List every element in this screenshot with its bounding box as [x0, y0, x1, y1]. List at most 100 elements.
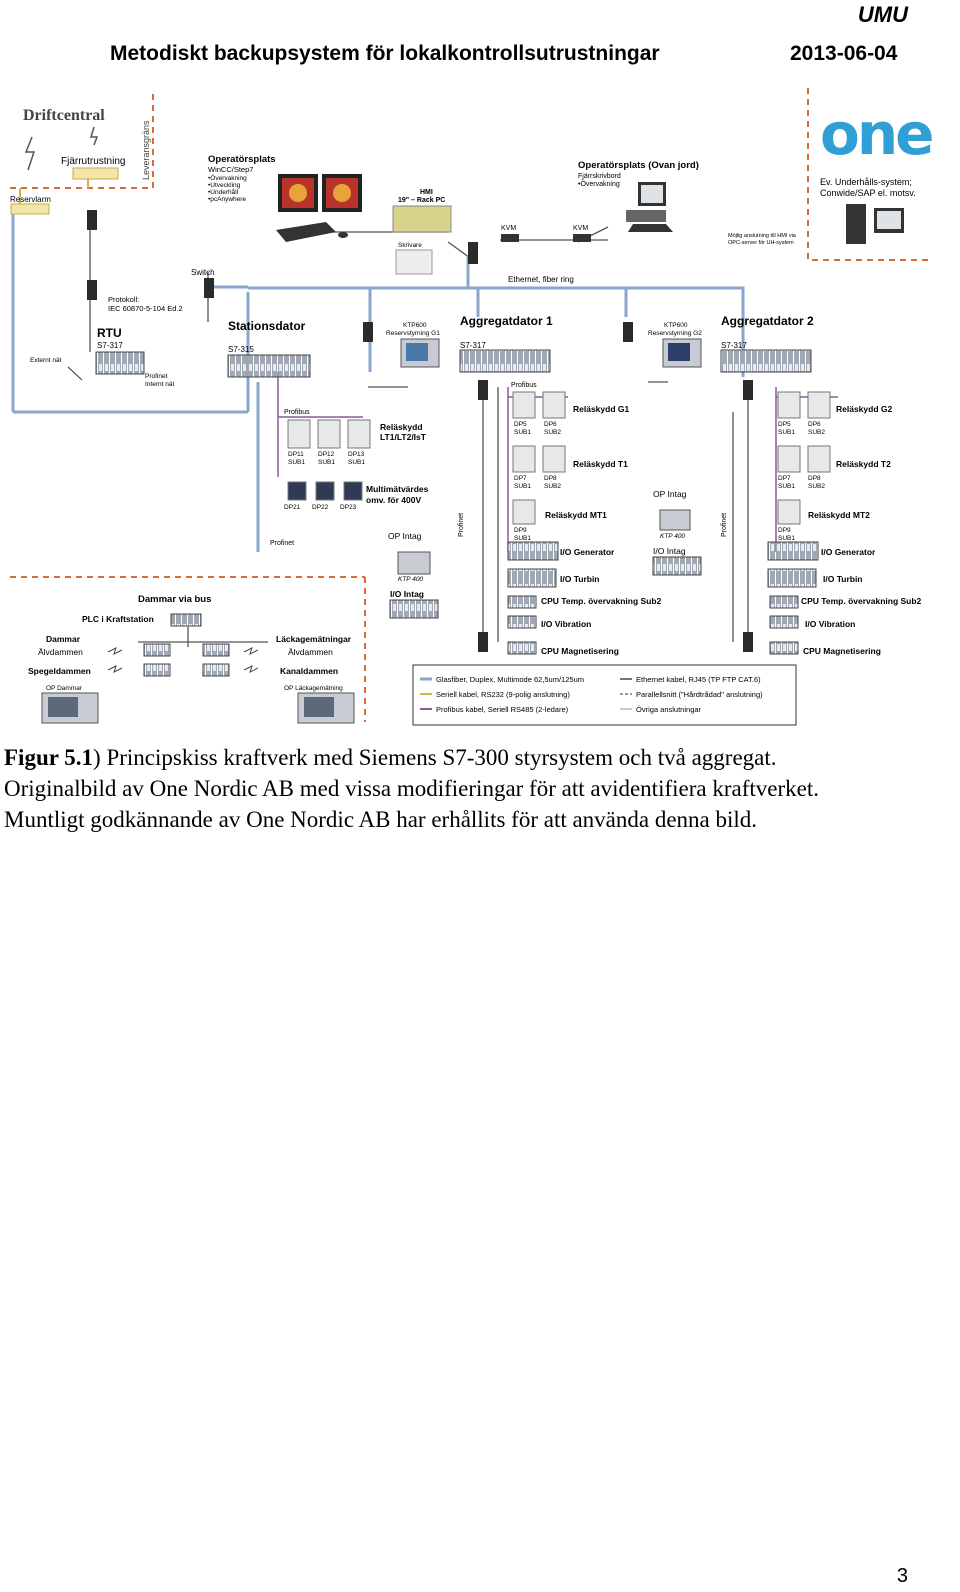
- caption-line-1: Figur 5.1) Principskiss kraftverk med Si…: [4, 742, 944, 773]
- sub1-a: SUB1: [288, 459, 305, 466]
- rack-pc: [392, 205, 452, 233]
- io-turb-2: I/O Turbin: [823, 574, 863, 584]
- dp11: DP11: [288, 451, 304, 458]
- dammar-label: Dammar: [46, 634, 81, 644]
- profibus-st-label: Profibus: [284, 409, 310, 416]
- profibus-g1-label: Profibus: [511, 382, 537, 389]
- io-intag-g1-rack: [652, 556, 702, 576]
- kvm2-label: KVM: [573, 225, 588, 232]
- rel-mt2: Reläskydd MT2: [808, 510, 870, 520]
- aggregat2-rack: [720, 349, 812, 373]
- relay-units-g1: [512, 391, 566, 525]
- operatorsplats-ovan-label: Operatörsplats (Ovan jord): [578, 160, 699, 171]
- reserv-g2: Reservstyrning G2: [648, 330, 702, 337]
- fjarrutrustning-label: Fjärrutrustning: [61, 156, 125, 167]
- monitor-icon: [276, 174, 362, 242]
- rel-t2: Reläskydd T2: [836, 459, 891, 469]
- alvdammen-r: Älvdammen: [288, 647, 333, 657]
- rel-t1: Reläskydd T1: [573, 459, 628, 469]
- page-number: 3: [896, 1565, 908, 1587]
- g1-sub1c: SUB1: [514, 535, 531, 542]
- hmi-label: HMI: [420, 189, 433, 196]
- rack-pc-label: 19" – Rack PC: [398, 197, 445, 204]
- cpu-mag-2: CPU Magnetisering: [803, 646, 881, 656]
- g1-sub1b: SUB1: [514, 483, 531, 490]
- ktp400-g1-panel: [659, 509, 691, 531]
- profinet-internt-1: Profinet: [145, 373, 168, 380]
- ev-underhall-2: Conwide/SAP el. motsv.: [820, 188, 916, 198]
- io-gen-1: I/O Generator: [560, 547, 615, 557]
- caption-line-2: Originalbild av One Nordic AB med vissa …: [4, 776, 819, 801]
- io-turb-2-rack: [767, 568, 817, 588]
- g2-sub2a: SUB2: [808, 429, 825, 436]
- legend-item-3: Ethernet kabel, RJ45 (TP FTP CAT.6): [636, 675, 761, 684]
- externt-arrow: [67, 366, 83, 381]
- relaskydd-lt-2: LT1/LT2/IsT: [380, 432, 427, 442]
- io-gen-1-rack: [507, 541, 559, 561]
- ovan-line-1: •Övervakning: [578, 180, 620, 188]
- op-intag-g1: OP Intag: [653, 489, 687, 499]
- rtu-cpu: S7-317: [97, 341, 123, 350]
- ktp600-2: KTP600: [664, 322, 688, 329]
- reserv-g1: Reservstyrning G1: [386, 330, 440, 337]
- mojlig-1: Möjlig anslutning till HMI via: [728, 233, 797, 239]
- op-line-3: •Underhåll: [208, 188, 239, 196]
- dam-racks: [143, 643, 230, 677]
- agg1-cpu: S7-317: [460, 341, 486, 350]
- op-dammar: OP Dammar: [46, 685, 83, 692]
- fjarrutrustning-unit: [72, 167, 119, 180]
- g1-dp5: DP5: [514, 421, 527, 428]
- relaskydd-lt-1: Reläskydd: [380, 422, 423, 432]
- protokoll-1: Protokoll:: [108, 295, 139, 304]
- io-vib-2: I/O Vibration: [805, 619, 855, 629]
- agg2-cpu: S7-317: [721, 341, 747, 350]
- g1-dp7: DP7: [514, 475, 527, 482]
- stationsdator-label: Stationsdator: [228, 319, 306, 333]
- header-title: Metodiskt backupsystem för lokalkontroll…: [110, 42, 660, 65]
- io-intag-g1: I/O Intag: [653, 546, 686, 556]
- g1-dp9: DP9: [514, 527, 527, 534]
- dp21: DP21: [284, 504, 301, 511]
- leveransgrans-label: Leveransgräns: [141, 120, 151, 180]
- workstation-icon: [626, 182, 673, 232]
- alvdammen-l: Älvdammen: [38, 647, 83, 657]
- stationsdator-rack: [227, 354, 311, 378]
- cpu-mag-1: CPU Magnetisering: [541, 646, 619, 656]
- dp23: DP23: [340, 504, 357, 511]
- rel-mt1: Reläskydd MT1: [545, 510, 607, 520]
- profinet-internt-2: Internt nät: [145, 381, 174, 388]
- ovan-line-0: Fjärrskrivbord: [578, 173, 621, 180]
- spegeldammen: Spegeldammen: [28, 666, 91, 676]
- cpu-mag-1-rack: [507, 641, 537, 655]
- aggregat1-rack: [459, 349, 551, 373]
- lackage-label: Läckagemätningar: [276, 634, 352, 644]
- ev-underhall-1: Ev. Underhålls-system;: [820, 177, 912, 187]
- ktp600-g2-screen: [668, 343, 690, 361]
- legend: Glasfiber, Duplex, Multimode 62,5um/125u…: [412, 664, 797, 726]
- rel-g1: Reläskydd G1: [573, 404, 629, 414]
- cpu-mag-2-rack: [769, 641, 799, 655]
- io-turb-1: I/O Turbin: [560, 574, 600, 584]
- g2-dp8: DP8: [808, 475, 821, 482]
- caption-text-1: ) Principskiss kraftverk med Siemens S7-…: [93, 745, 777, 770]
- aggregat2-label: Aggregatdator 2: [721, 314, 814, 328]
- printer-icon: [395, 249, 433, 275]
- one-nordic-logo: one: [820, 100, 935, 168]
- relay-units-station: [287, 419, 371, 501]
- skrivare-label: Skrivare: [398, 242, 422, 249]
- op-dammar-screen: [48, 697, 78, 717]
- relay-units-g2: [777, 391, 831, 525]
- rel-g2: Reläskydd G2: [836, 404, 892, 414]
- reservlarm-label: Reservlarm: [10, 195, 51, 204]
- switch-units: [87, 210, 753, 652]
- g2-sub2b: SUB2: [808, 483, 825, 490]
- io-gen-2: I/O Generator: [821, 547, 876, 557]
- header-date: 2013-06-04: [790, 42, 898, 65]
- g2-sub1b: SUB1: [778, 483, 795, 490]
- kvm1-label: KVM: [501, 225, 516, 232]
- profinet-g2-label: Profinet: [721, 513, 728, 537]
- op-line-1: •Övervakning: [208, 174, 247, 182]
- io-vib-2-rack: [769, 615, 799, 629]
- lightning-link-icon: [107, 647, 259, 673]
- profinet-g1-label: Profinet: [458, 513, 465, 537]
